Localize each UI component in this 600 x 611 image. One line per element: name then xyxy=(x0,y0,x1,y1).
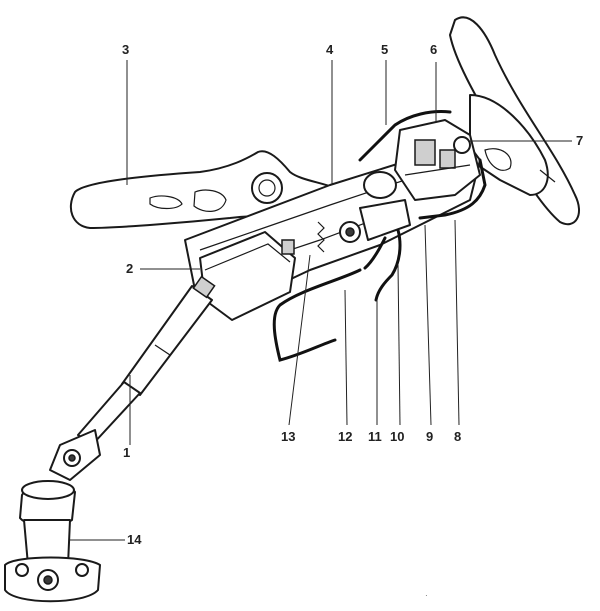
lower-coupling xyxy=(4,480,101,603)
callout-8: 8 xyxy=(454,429,462,444)
callout-1: 1 xyxy=(123,445,131,460)
callout-10: 10 xyxy=(390,429,405,444)
callout-5: 5 xyxy=(381,42,389,57)
callout-4: 4 xyxy=(326,42,334,57)
wiring xyxy=(272,110,487,362)
callout-6: 6 xyxy=(430,42,438,57)
callout-11: 11 xyxy=(368,429,382,444)
universal-joint xyxy=(49,429,101,481)
callout-12: 12 xyxy=(338,429,353,444)
leader-lines xyxy=(70,60,572,541)
callout-14: 14 xyxy=(127,532,142,547)
bottom-mark: · xyxy=(425,591,428,600)
ignition-assembly xyxy=(317,171,411,253)
callout-3: 3 xyxy=(122,42,130,57)
switch-assembly xyxy=(394,119,481,201)
callout-9: 9 xyxy=(426,429,434,444)
steering-wheel xyxy=(449,16,580,225)
callout-2: 2 xyxy=(126,261,134,276)
callout-13: 13 xyxy=(281,429,296,444)
steering-shaft xyxy=(77,275,216,446)
callout-7: 7 xyxy=(576,133,584,148)
